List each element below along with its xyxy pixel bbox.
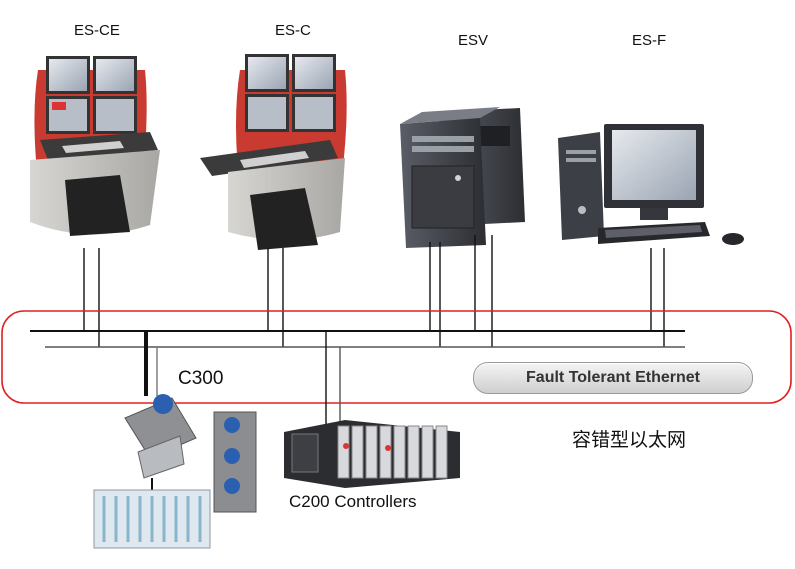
es-ce-console-icon: [30, 56, 160, 236]
es-ce-label: ES-CE: [74, 22, 120, 39]
esv-label: ESV: [458, 32, 489, 49]
c300-label: C300: [178, 368, 224, 389]
es-f-workstation-icon: [558, 124, 744, 245]
fte-chinese-label: 容错型以太网: [572, 429, 687, 451]
c300-controller-icon: [93, 331, 257, 549]
es-c-console-icon: [200, 54, 347, 250]
es-f-label: ES-F: [632, 32, 667, 49]
es-c-label: ES-C: [275, 22, 311, 39]
c200-label: C200 Controllers: [289, 492, 417, 511]
c200-controllers-icon: [284, 331, 460, 488]
esv-server-icon: [400, 107, 525, 248]
fte-highlight-frame: [1, 310, 792, 404]
fte-badge-label: Fault Tolerant Ethernet: [526, 369, 700, 386]
fte-badge: Fault Tolerant Ethernet: [473, 362, 753, 394]
